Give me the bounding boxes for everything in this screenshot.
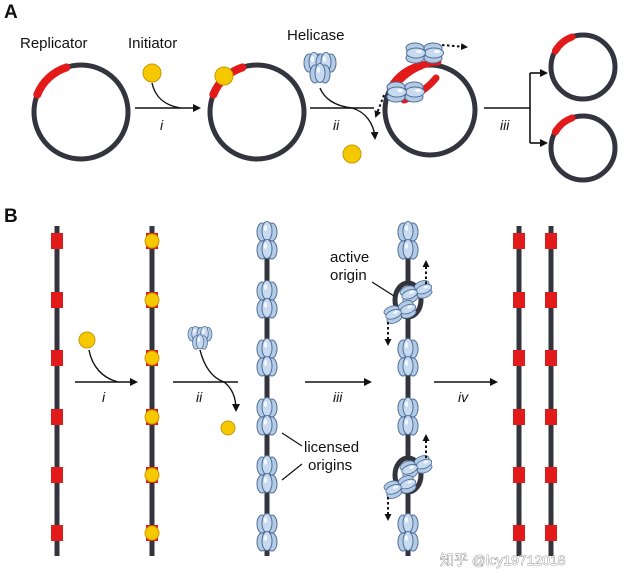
active-origin-label-2: origin bbox=[330, 267, 367, 284]
helicase-label: Helicase bbox=[287, 27, 345, 44]
released-initiator-b bbox=[220, 420, 236, 436]
movement-arrow-top bbox=[441, 43, 468, 51]
released-initiator bbox=[342, 144, 362, 164]
initiator-protein bbox=[142, 63, 162, 83]
movement-arrow-bottom bbox=[374, 94, 385, 118]
step-label-ii-a: ii bbox=[333, 117, 340, 133]
daughter-chromosome-1 bbox=[513, 226, 525, 556]
daughter-circle-bottom bbox=[548, 113, 618, 183]
panel-b-label: B bbox=[4, 206, 18, 227]
chromosome-2 bbox=[144, 226, 160, 556]
plasmid-circle-3 bbox=[374, 43, 478, 158]
step-iv-arrow-b: iv bbox=[434, 378, 498, 405]
replication-bubble-2 bbox=[383, 434, 435, 521]
step-iii-arrow-b: iii bbox=[305, 378, 372, 405]
daughter-chromosome-2 bbox=[545, 226, 557, 556]
replicator-segment bbox=[33, 63, 71, 99]
chromosome-3-licensed bbox=[257, 222, 277, 556]
plasmid-circle-2 bbox=[207, 62, 307, 162]
plasmid-circle-1 bbox=[31, 62, 131, 162]
licensed-origins-callout: licensed origins bbox=[281, 432, 359, 481]
licensed-origins-label-2: origins bbox=[308, 457, 352, 474]
helicase-protein bbox=[303, 52, 337, 84]
helicase-active-top bbox=[406, 43, 444, 63]
step-label-iii-b: iii bbox=[333, 389, 343, 405]
step-label-iii-a: iii bbox=[500, 117, 510, 133]
replicator-label: Replicator bbox=[20, 35, 88, 52]
daughter-circle-top bbox=[548, 32, 618, 102]
initiator-label: Initiator bbox=[128, 35, 177, 52]
active-origin-label-1: active bbox=[330, 249, 369, 266]
step-label-iv-b: iv bbox=[458, 389, 469, 405]
step-ii-arrow-a: ii bbox=[310, 87, 379, 164]
chromosome-4-active bbox=[383, 222, 435, 556]
step-label-i-a: i bbox=[160, 117, 164, 133]
replication-bubble-1 bbox=[383, 260, 435, 346]
step-label-i-b: i bbox=[102, 389, 106, 405]
bound-initiator bbox=[214, 66, 234, 86]
step-iii-arrow-a: iii bbox=[484, 69, 548, 147]
step-ii-arrow-b: ii bbox=[173, 349, 240, 436]
initiator-protein-b bbox=[78, 331, 96, 349]
step-i-arrow-b: i bbox=[75, 349, 138, 405]
active-origin-callout: active origin bbox=[330, 249, 395, 297]
watermark: 知乎 @lcy19712018 bbox=[440, 552, 566, 568]
helicase-active-bottom bbox=[387, 82, 425, 102]
step-label-ii-b: ii bbox=[196, 389, 203, 405]
chromosome-1 bbox=[51, 226, 63, 556]
licensed-origins-label-1: licensed bbox=[304, 439, 359, 456]
step-i-arrow-a: i bbox=[135, 82, 201, 133]
helicase-protein-b bbox=[187, 326, 213, 350]
panel-a-label: A bbox=[4, 2, 18, 23]
